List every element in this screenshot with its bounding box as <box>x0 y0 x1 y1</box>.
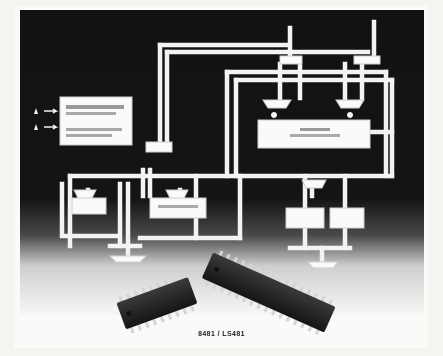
register-right-a <box>286 208 324 228</box>
register-left <box>72 198 106 214</box>
top-register-b <box>354 56 380 64</box>
side-register <box>146 142 172 152</box>
figure-caption: 8481 / LS481 <box>0 331 443 338</box>
top-register-a <box>280 56 302 64</box>
register-right-b <box>330 208 364 228</box>
register-middle <box>150 198 206 218</box>
